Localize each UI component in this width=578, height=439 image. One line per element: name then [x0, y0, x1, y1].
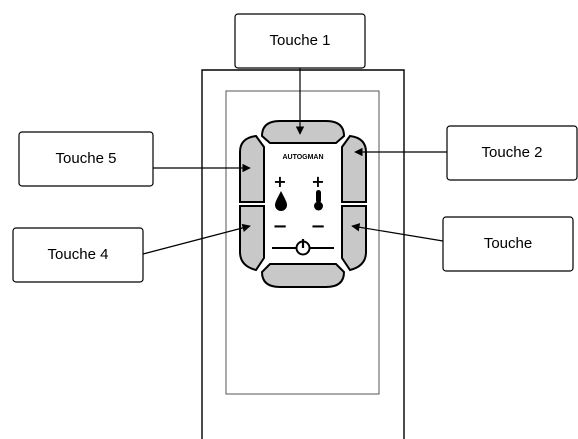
arrow-touche-4: [142, 223, 251, 255]
label-touche-1: Touche 1: [234, 13, 366, 69]
temperature-plus-symbol: +: [311, 172, 324, 191]
touche-3-button[interactable]: [341, 205, 367, 272]
touche-1-button[interactable]: [260, 120, 346, 144]
touche-2-button[interactable]: [341, 134, 367, 203]
svg-text:Touche 5: Touche 5: [56, 150, 117, 167]
label-touche-2: Touche 2: [446, 125, 578, 181]
label-touche-3: Touche: [442, 216, 574, 272]
thermometer-icon: [314, 190, 323, 211]
label-touche-5: Touche 5: [18, 131, 154, 187]
temperature-minus-symbol: −: [310, 216, 325, 237]
humidity-minus-symbol: −: [272, 216, 287, 237]
svg-text:Touche: Touche: [484, 235, 532, 252]
touche-4-button[interactable]: [239, 205, 265, 272]
control-panel: AUTOGMAN + + − −: [239, 120, 367, 288]
touche-5-button[interactable]: [239, 134, 265, 203]
svg-text:Touche 1: Touche 1: [270, 32, 331, 49]
power-button[interactable]: [260, 263, 346, 288]
label-touche-4: Touche 4: [12, 227, 144, 283]
humidity-plus-symbol: +: [273, 172, 286, 191]
power-icon: [272, 239, 334, 256]
svg-text:Touche 2: Touche 2: [482, 144, 543, 161]
droplet-icon: [275, 191, 287, 211]
arrow-touche-3: [351, 223, 444, 242]
svg-text:Touche 4: Touche 4: [48, 246, 109, 263]
brand-logo: AUTOGMAN: [282, 154, 323, 161]
device-body: [201, 69, 405, 439]
